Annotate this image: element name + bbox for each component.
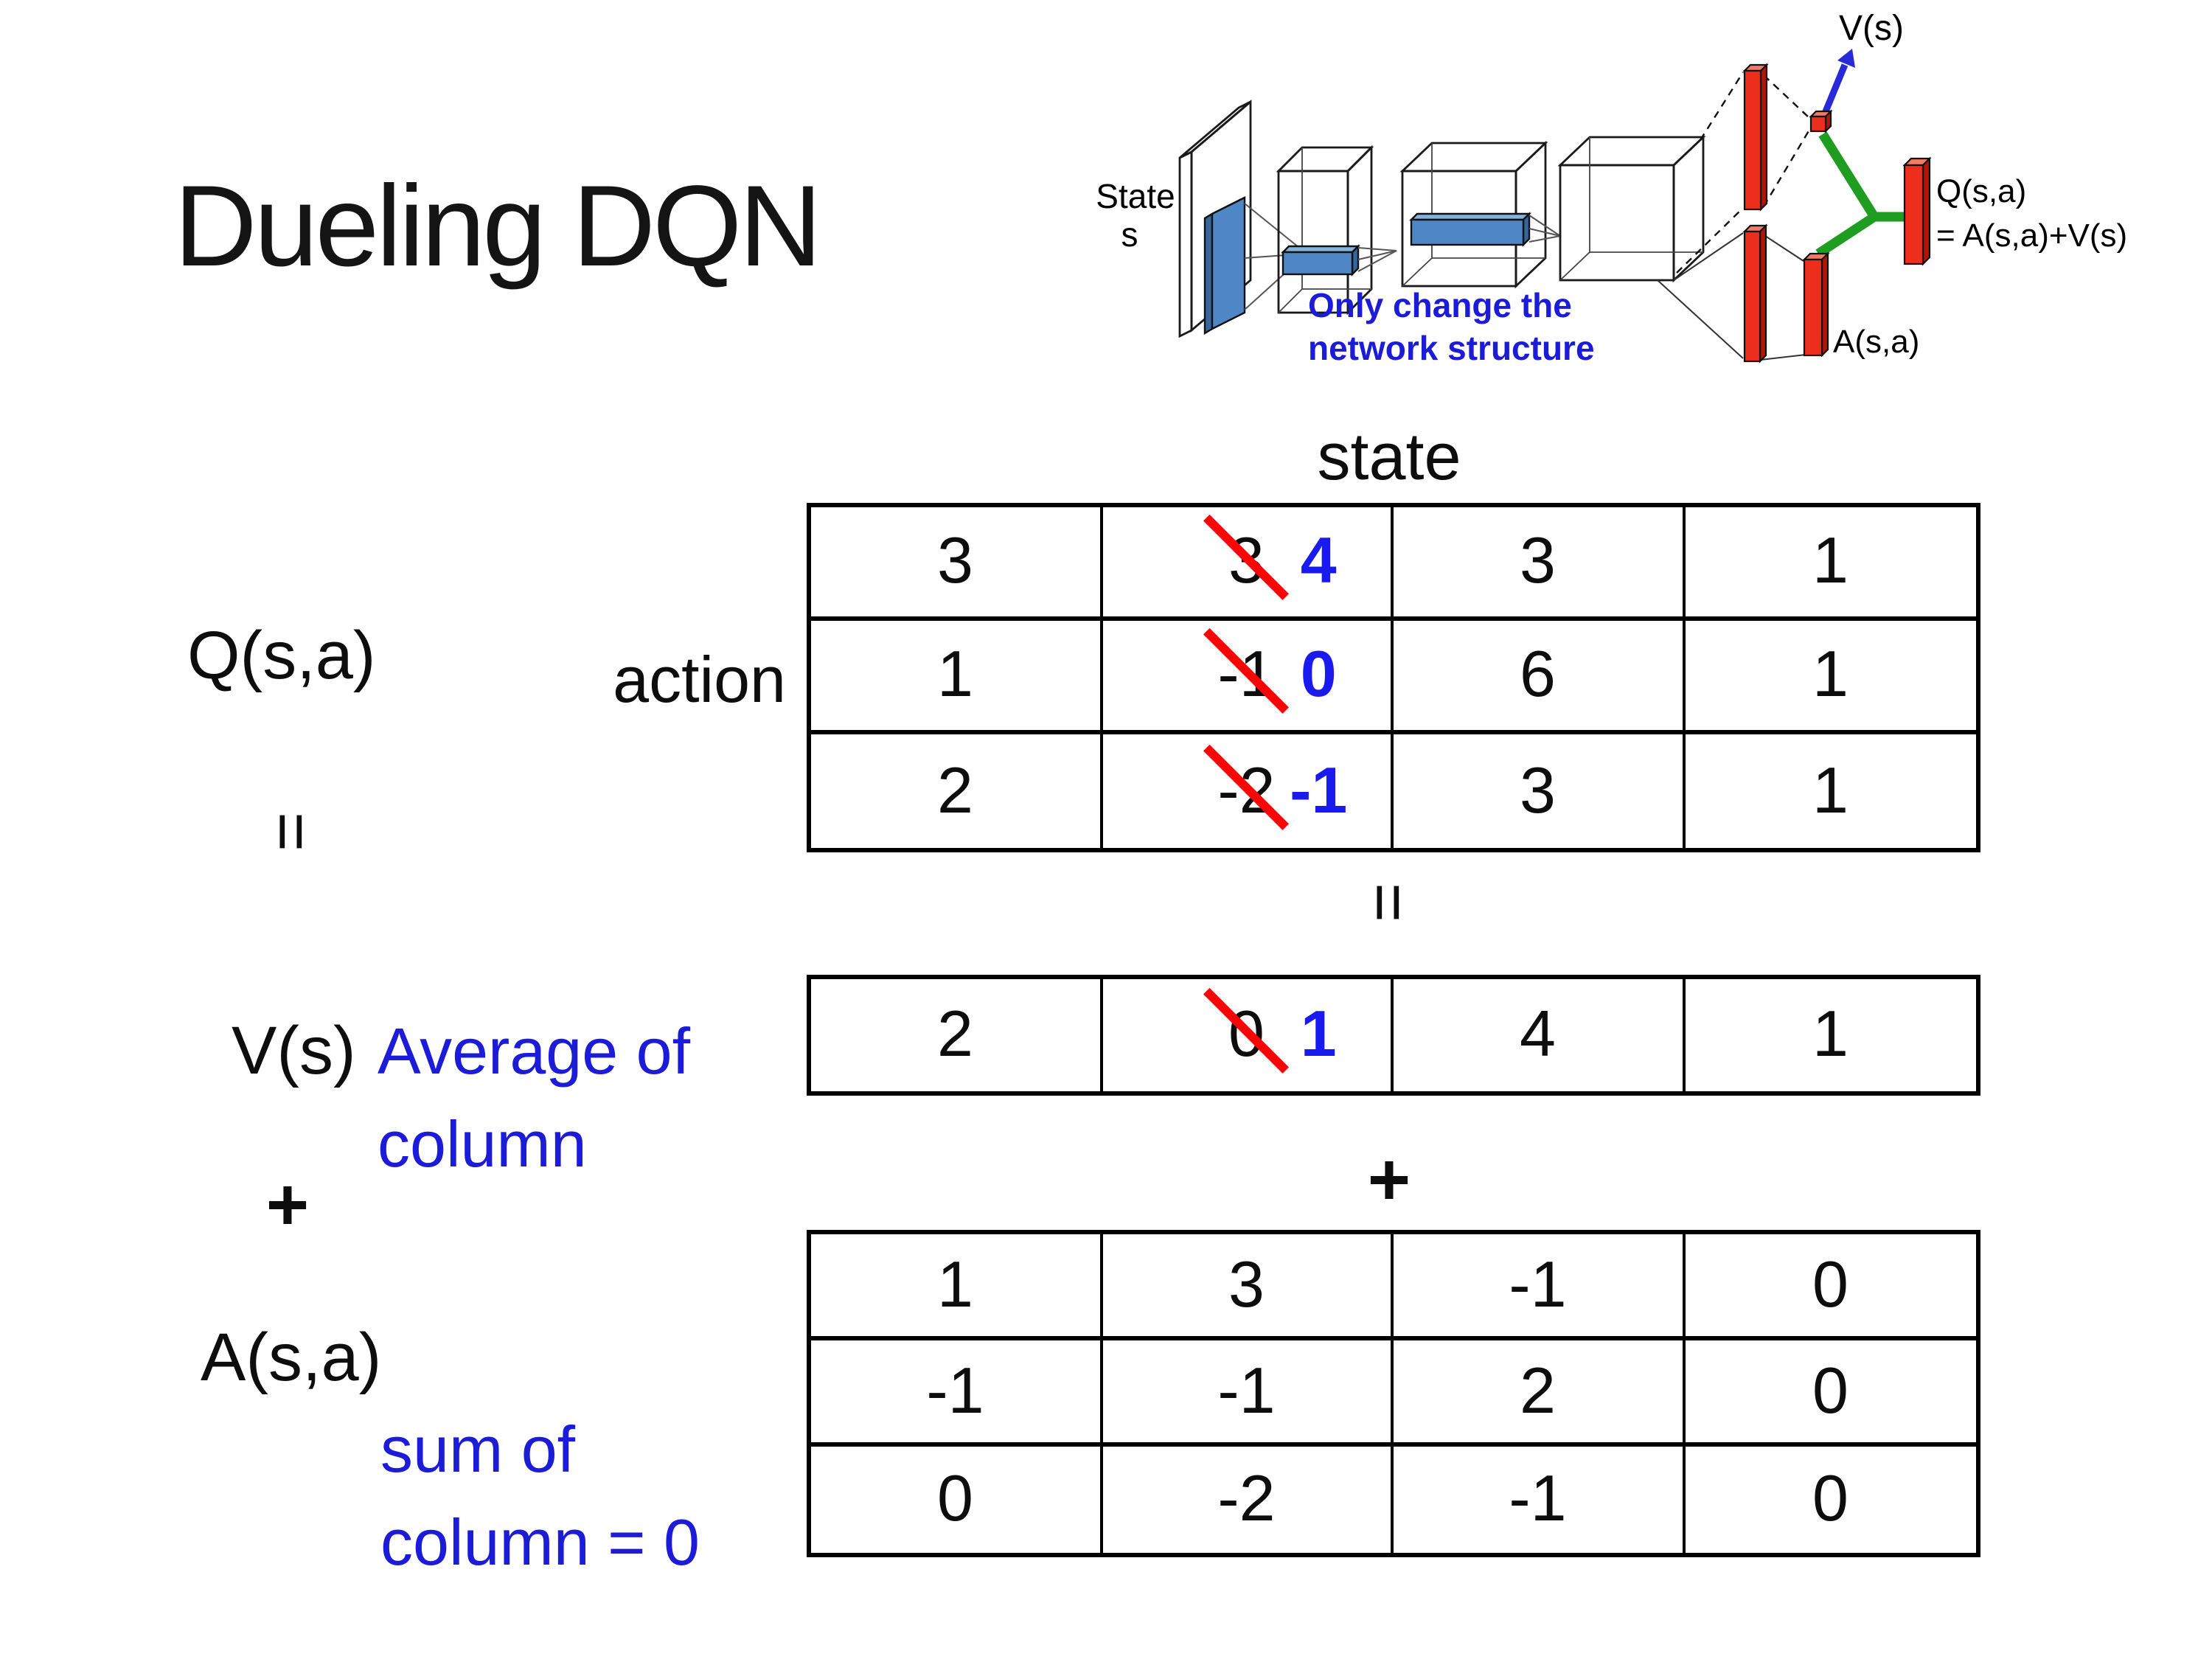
v-matrix: 2 0 1 4 1 — [807, 975, 1980, 1096]
a-cell-r3c4: 0 — [1812, 1463, 1848, 1535]
fc-box — [1557, 134, 1706, 283]
average-note-line2: column — [378, 1109, 587, 1181]
conv-links-3 — [1528, 215, 1561, 243]
q-cell-r1c1: 3 — [811, 507, 1102, 621]
v-old-value: 0 — [1228, 998, 1265, 1071]
diagram-state-s-label: s — [1121, 215, 1138, 254]
equals-sign-left: = — [254, 812, 330, 852]
v-cell-c2-replaced: 0 1 — [1102, 979, 1394, 1091]
a-cell-r3c3: -1 — [1394, 1447, 1685, 1553]
q-old-value: -1 — [1217, 639, 1276, 711]
q-cell-r1c4: 1 — [1685, 507, 1976, 621]
a-matrix: 1 3 -1 0 -1 -1 2 0 0 -2 -1 0 — [807, 1230, 1980, 1557]
q-cell-r2c2-replaced: -1 0 — [1102, 621, 1394, 734]
a-cell-r3c2: -2 — [1102, 1447, 1394, 1553]
q-cell-r1c2-replaced: 3 4 — [1102, 507, 1394, 621]
sum-note-line1: sum of — [380, 1414, 576, 1486]
feature-bar-2 — [1409, 212, 1531, 247]
q-cell-r2c3: 6 — [1394, 621, 1685, 734]
feature-bar-1 — [1281, 244, 1360, 276]
q-cell-r3c3: 3 — [1394, 734, 1685, 848]
diagram-q-label: Q(s,a) — [1936, 173, 2026, 209]
average-note-line1: Average of — [378, 1016, 691, 1088]
q-cell-r2c1: 1 — [811, 621, 1102, 734]
q-matrix: 3 3 4 3 1 1 -1 0 6 1 2 -2 -1 3 1 — [807, 503, 1980, 852]
diagram-note-line1: Only change the — [1308, 286, 1572, 324]
q-new-value: -1 — [1290, 754, 1348, 827]
state-axis-label: state — [1317, 419, 1461, 494]
a-function-label: A(s,a) — [201, 1318, 382, 1395]
q-cell-r3c1: 2 — [811, 734, 1102, 848]
q-old-value: -2 — [1217, 754, 1276, 827]
average-of-column-note: Average of column — [378, 1006, 690, 1192]
sum-of-column-note: sum of column = 0 — [380, 1404, 700, 1590]
action-axis-label: action — [613, 644, 786, 717]
hidden-bar-a — [1742, 223, 1768, 364]
q-old-value: 3 — [1228, 525, 1265, 597]
diagram-state-label: State — [1096, 177, 1175, 215]
equals-sign-center: = — [1351, 883, 1427, 922]
q-cell-r3c4: 1 — [1812, 754, 1848, 827]
v-node-box — [1809, 109, 1833, 133]
a-cell-r2c4: 0 — [1685, 1340, 1976, 1447]
q-new-value: 0 — [1300, 639, 1337, 711]
plus-sign-left: + — [265, 1164, 310, 1246]
diagram-a-label: A(s,a) — [1833, 324, 1919, 360]
conv-input-patch — [1203, 196, 1246, 335]
v-new-value: 1 — [1300, 998, 1337, 1071]
conv-links-2 — [1357, 247, 1397, 272]
v-cell-c1: 2 — [811, 979, 1102, 1091]
q-cell-r2c4: 1 — [1685, 621, 1976, 734]
v-function-label: V(s) — [232, 1012, 356, 1088]
v-cell-c3: 4 — [1394, 979, 1685, 1091]
sum-note-line2: column = 0 — [380, 1507, 700, 1579]
a-cell-r1c1: 1 — [811, 1234, 1102, 1340]
v-cell-c4: 1 — [1812, 998, 1848, 1071]
hidden-bar-v — [1742, 63, 1769, 212]
a-cell-r1c2: 3 — [1102, 1234, 1394, 1340]
a-cell-r2c2: -1 — [1102, 1340, 1394, 1447]
a-cell-r1c4: 0 — [1685, 1234, 1976, 1340]
a-cell-r1c3: -1 — [1394, 1234, 1685, 1340]
a-cell-r2c3: 2 — [1394, 1340, 1685, 1447]
a-cell-r3c1: 0 — [811, 1447, 1102, 1553]
input-plane — [1178, 99, 1252, 338]
diagram-v-label: V(s) — [1839, 9, 1904, 48]
diagram-q-formula: = A(s,a)+V(s) — [1936, 218, 2127, 254]
q-cell-r3c2-replaced: -2 -1 — [1102, 734, 1394, 848]
v-output-arrow — [1820, 49, 1855, 116]
v-stream-dashed-links — [1676, 72, 1811, 274]
a-cell-r2c1: -1 — [811, 1340, 1102, 1447]
q-new-value: 4 — [1300, 525, 1337, 597]
diagram-note-line2: network structure — [1308, 329, 1595, 367]
a-vector-bar — [1802, 251, 1830, 358]
plus-sign-center: + — [1367, 1138, 1411, 1221]
q-function-label: Q(s,a) — [187, 616, 376, 693]
q-cell-r1c3: 3 — [1394, 507, 1685, 621]
dueling-network-diagram: State s V(s) Q(s,a) = A(s,a)+V(s) A(s,a)… — [1096, 9, 2127, 367]
aggregation-links — [1815, 131, 1905, 258]
slide-title: Dueling DQN — [174, 161, 822, 291]
q-vector-bar — [1902, 156, 1932, 266]
